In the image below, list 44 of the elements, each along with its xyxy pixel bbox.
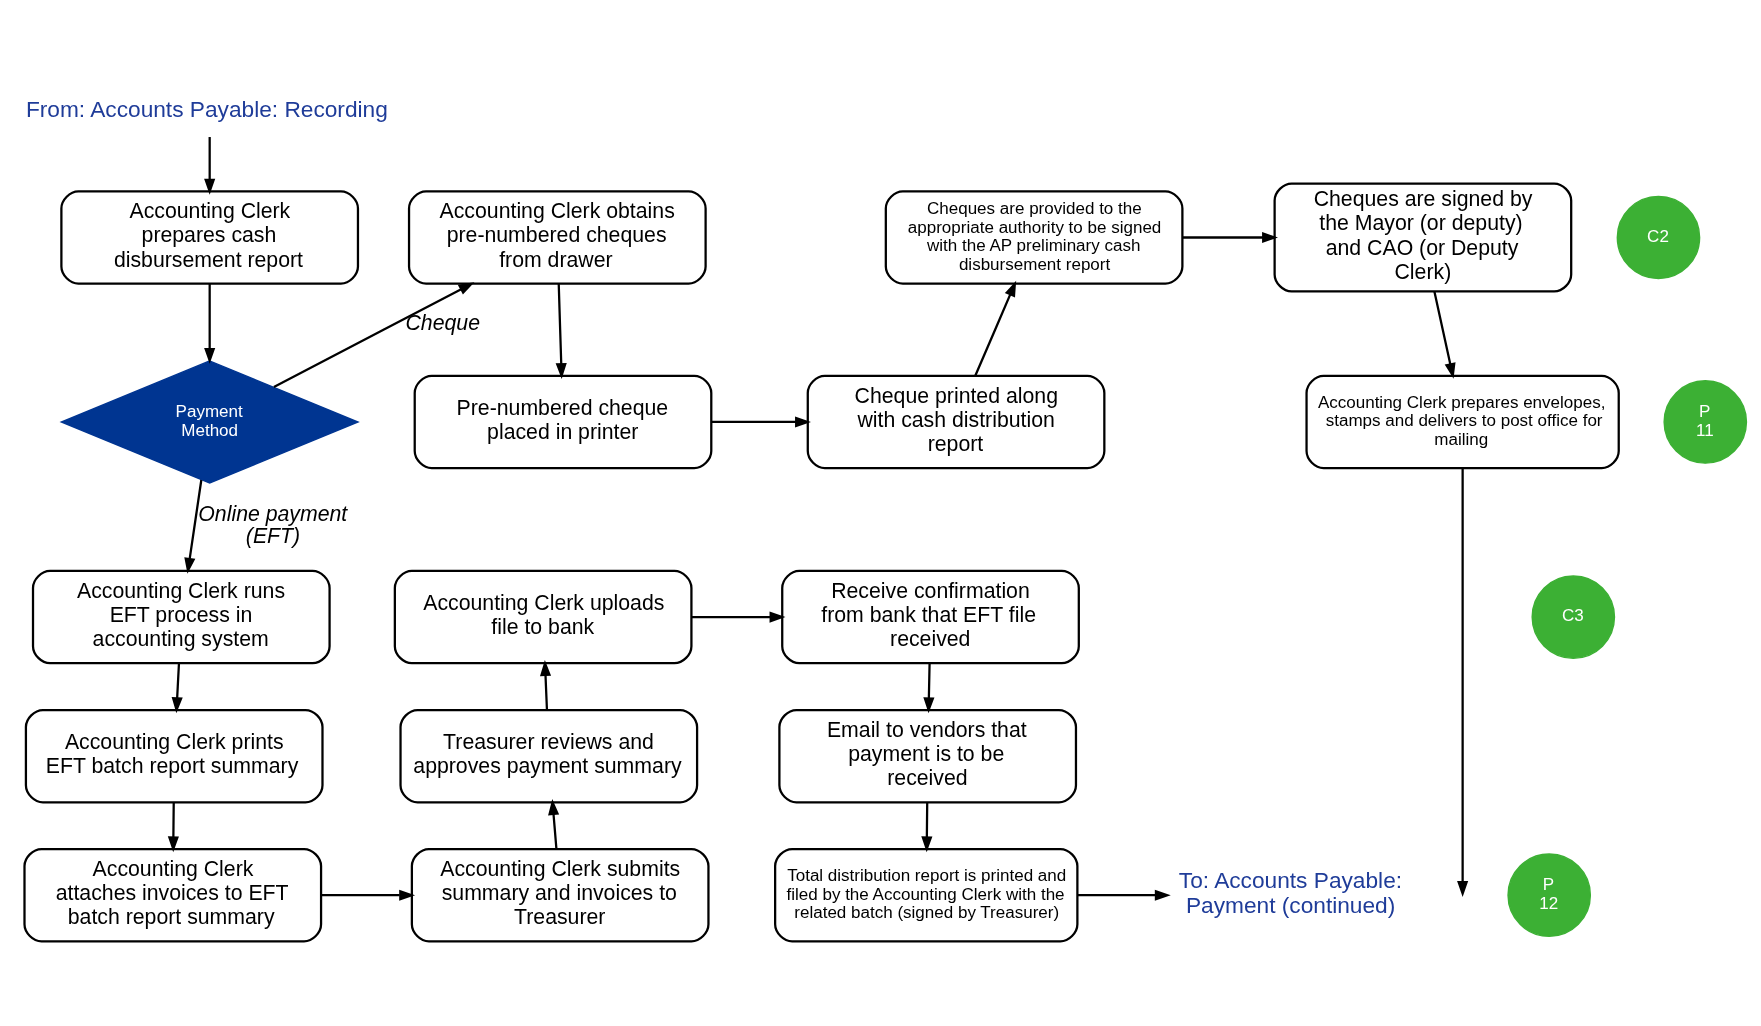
arrow — [555, 283, 567, 379]
node-box: Accounting Clerk runs EFT process in accounting system — [31, 569, 331, 664]
node-box: Accounting Clerk uploads file to bank — [393, 569, 693, 664]
arrow — [539, 659, 552, 710]
arrow — [921, 802, 933, 852]
node-box: Accounting Clerk prints EFT batch report summary — [24, 708, 324, 803]
node-box: Accounting Clerk submits summary and invoices to Treasurer — [410, 847, 710, 942]
arrow — [1433, 290, 1456, 379]
node-text: To: Accounts Payable: Payment (continued) — [1178, 866, 1403, 918]
edge-label: Cheque — [405, 310, 480, 335]
node-box: Email to vendors that payment is to be received — [778, 708, 1078, 803]
arrow — [974, 280, 1017, 376]
node-box: Cheque printed along with cash distribution report — [806, 374, 1106, 469]
node-box: Total distribution report is printed and filed by the Accounting Clerk with the related batch (signed by Treasurer) — [774, 847, 1079, 942]
node-circle: P 11 — [1663, 379, 1748, 464]
arrow — [548, 798, 560, 849]
arrow — [923, 662, 935, 713]
node-text: From: Accounts Payable: Recording — [25, 95, 388, 122]
arrow — [167, 802, 179, 852]
node-box: Treasurer reviews and approves payment summary — [399, 708, 699, 803]
node-box: Accounting Clerk prepares cash disbursement report — [60, 189, 360, 285]
arrow — [1182, 231, 1278, 243]
node-box: Receive confirmation from bank that EFT file received — [781, 569, 1080, 664]
node-diamond: Payment Method — [59, 359, 360, 484]
arrow — [171, 662, 183, 713]
arrow — [1077, 889, 1171, 901]
node-box: Accounting Clerk prepares envelopes, stamps and delivers to post office for mailing — [1305, 374, 1620, 469]
node-circle: C2 — [1616, 195, 1701, 279]
arrow — [273, 281, 475, 388]
node-box: Pre-numbered cheque placed in printer — [413, 374, 713, 469]
arrow — [1457, 468, 1469, 897]
node-circle: C3 — [1531, 574, 1616, 659]
node-box: Accounting Clerk obtains pre-numbered cheques from drawer — [407, 189, 707, 285]
arrow — [321, 889, 416, 901]
node-box: Cheques are signed by the Mayor (or deputy) and CAO (or Deputy Clerk) — [1273, 181, 1573, 293]
node-box: Accounting Clerk attaches invoices to EFT batch report summary — [23, 847, 323, 942]
edge-label: Online payment (EFT) — [198, 501, 348, 548]
node-circle: P 12 — [1507, 852, 1592, 937]
arrow — [691, 611, 786, 623]
arrow — [711, 415, 811, 428]
arrow — [184, 479, 203, 574]
node-box: Cheques are provided to the appropriate authority to be signed with the AP preliminary cash disbursement report — [884, 189, 1184, 285]
arrow — [204, 136, 216, 195]
arrow — [204, 283, 216, 364]
